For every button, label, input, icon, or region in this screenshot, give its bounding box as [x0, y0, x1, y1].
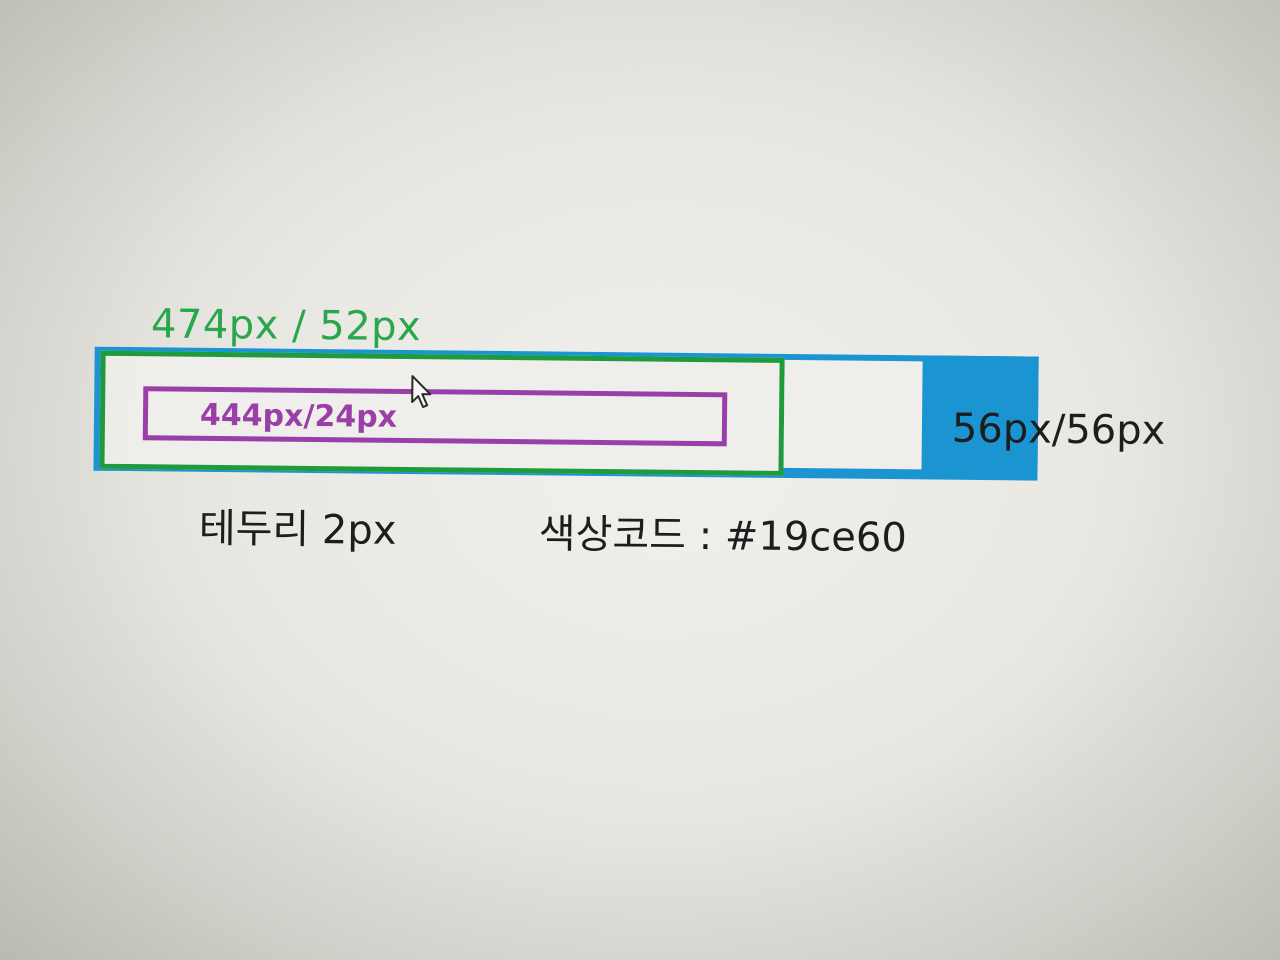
search-box-outline[interactable]: 444px/24px: [99, 350, 785, 476]
color-code-note: 색상코드 : #19ce60: [538, 511, 908, 562]
button-size-label: 56px/56px: [951, 405, 1166, 454]
border-note: 테두리 2px: [198, 505, 397, 554]
outer-size-label: 474px / 52px: [150, 301, 422, 351]
empty-slot: [783, 359, 923, 470]
mouse-pointer-icon: [411, 375, 432, 409]
inner-size-label: 444px/24px: [199, 397, 398, 435]
